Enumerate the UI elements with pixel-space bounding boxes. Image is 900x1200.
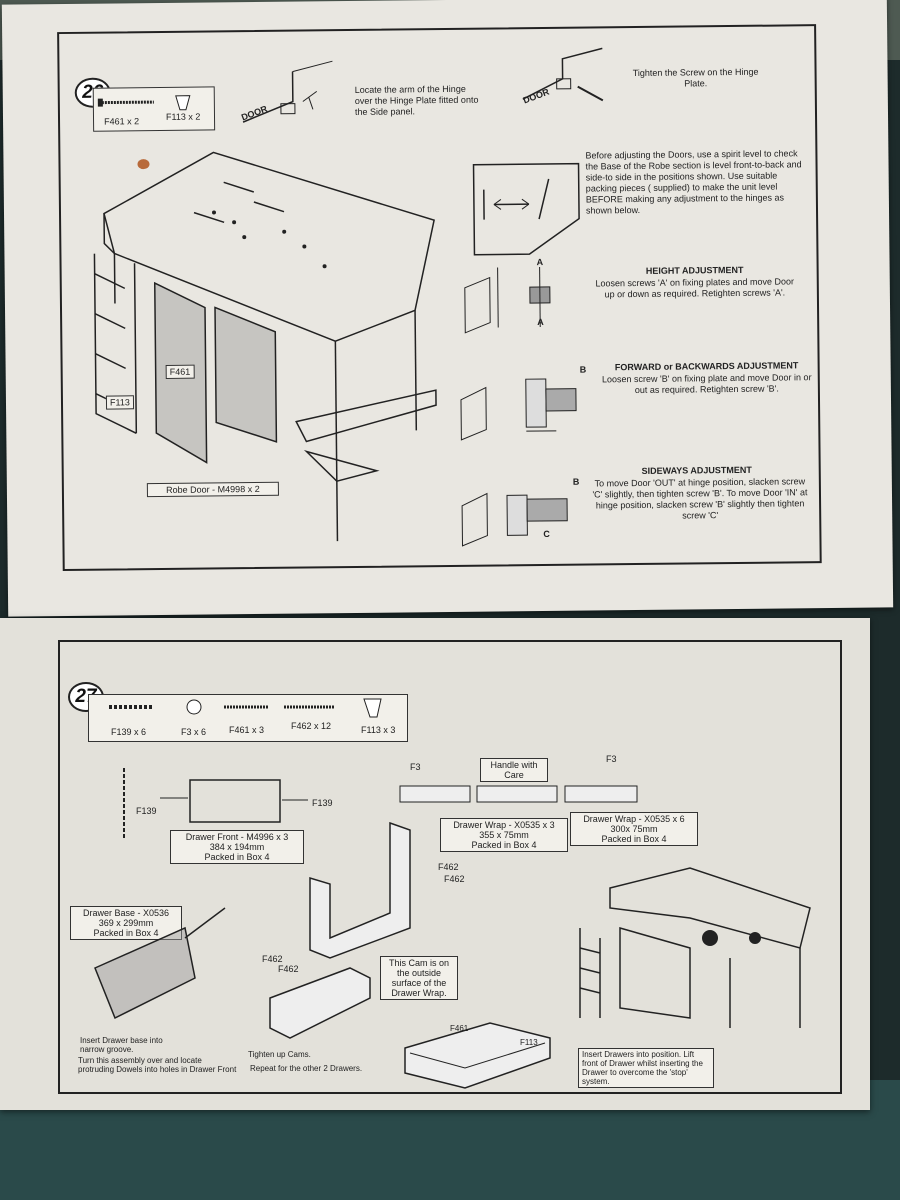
drawer-wrap-assembly-illustration bbox=[309, 821, 411, 959]
part-f462-count: F462 x 12 bbox=[291, 721, 332, 731]
part-f3-count: F3 x 6 bbox=[181, 727, 207, 737]
drawer-base-box: Packed in Box 4 bbox=[93, 928, 159, 938]
drawer-front-illustration bbox=[123, 768, 308, 838]
drawer-wrap-300-label: Drawer Wrap - X0535 x 6 300x 75mm Packed… bbox=[570, 812, 698, 846]
f462-left-2: F462 bbox=[278, 964, 299, 974]
spirit-level-diagram bbox=[472, 162, 580, 256]
f3-left-label: F3 bbox=[410, 762, 421, 772]
drawer-wrap-300-name: Drawer Wrap - X0535 x 6 bbox=[583, 814, 685, 824]
insert-base-note: Insert Drawer base into narrow groove. bbox=[80, 1036, 163, 1054]
robe-door-label: Robe Door - M4998 x 2 bbox=[146, 481, 279, 498]
drawer-wrap-355-name: Drawer Wrap - X0535 x 3 bbox=[453, 820, 555, 830]
part-f113-count: F113 x 2 bbox=[165, 111, 201, 122]
hinge-tighten-text: Tighten the Screw on the Hinge Plate. bbox=[632, 66, 759, 89]
sideways-letter-c: C bbox=[543, 528, 550, 540]
hinge-tighten-illustration bbox=[522, 47, 604, 102]
sideways-adjustment-text: To move Door 'OUT' at hinge position, sl… bbox=[592, 476, 808, 521]
height-letter-a-top: A bbox=[536, 256, 544, 268]
f462-right-2: F462 bbox=[444, 874, 465, 884]
drawer-base-name: Drawer Base - X0536 bbox=[82, 908, 170, 918]
forward-letter-b: B bbox=[579, 364, 587, 375]
drawer-assembly-cam-illustration bbox=[269, 967, 371, 1039]
drawer-wrap-355-box: Packed in Box 4 bbox=[471, 840, 537, 850]
screw-icon bbox=[97, 95, 191, 111]
drawer-front-box: Packed in Box 4 bbox=[204, 852, 270, 862]
forward-adjustment-title: FORWARD or BACKWARDS ADJUSTMENT bbox=[614, 360, 799, 373]
f113-drawer-label: F113 bbox=[520, 1038, 538, 1047]
sideways-letter-b: B bbox=[572, 476, 580, 487]
drawer-base-label: Drawer Base - X0536 369 x 299mm Packed i… bbox=[70, 906, 182, 940]
handle-with-care-label: Handle with Care bbox=[480, 758, 548, 782]
f3-right-label: F3 bbox=[606, 754, 617, 764]
bed-with-drawers-illustration bbox=[579, 867, 811, 1028]
turn-assembly-note: Turn this assembly over and locate protr… bbox=[78, 1056, 237, 1074]
step-27-parts-box: F139 x 6 F3 x 6 F461 x 3 F462 x 12 F113 … bbox=[88, 694, 408, 742]
hinge-locate-text: Locate the arm of the Hinge over the Hin… bbox=[354, 83, 479, 117]
spirit-level-text: Before adjusting the Doors, use a spirit… bbox=[585, 148, 802, 216]
cam-note: This Cam is on the outside surface of th… bbox=[380, 956, 458, 1000]
drawer-base-illustration bbox=[94, 907, 226, 1020]
drawer-base-size: 369 x 299mm bbox=[98, 918, 154, 928]
height-adjustment-diagram bbox=[464, 267, 551, 334]
drawer-front-name: Drawer Front - M4996 x 3 bbox=[185, 832, 289, 842]
callout-f461: F461 bbox=[165, 364, 195, 379]
f139-left-label: F139 bbox=[136, 806, 157, 816]
callout-f113: F113 bbox=[105, 395, 134, 410]
part-f461-count-27: F461 x 3 bbox=[229, 725, 265, 735]
f461-drawer-label: F461 bbox=[450, 1024, 469, 1033]
sideways-adjustment-diagram bbox=[461, 492, 568, 547]
forward-adjustment-text: Loosen screw 'B' on fixing plate and mov… bbox=[601, 372, 812, 396]
drawer-wrap-300-size: 300x 75mm bbox=[610, 824, 658, 834]
forward-adjustment-diagram bbox=[460, 378, 577, 441]
sideways-adjustment-title: SIDEWAYS ADJUSTMENT bbox=[641, 464, 752, 476]
instruction-sheet-step-27: 27 F139 x 6 F3 x 6 F461 x 3 F462 x 12 F1… bbox=[0, 618, 870, 1110]
hinge-locate-illustration bbox=[242, 60, 333, 123]
drawer-front-size: 384 x 194mm bbox=[209, 842, 265, 852]
instruction-sheet-step-26: 26 F461 x 2 F113 x 2 DOOR Locate the arm… bbox=[1, 0, 894, 617]
step-27-frame bbox=[58, 640, 842, 1094]
height-adjustment-text: Loosen screws 'A' on fixing plates and m… bbox=[595, 276, 795, 300]
part-f461-count: F461 x 2 bbox=[103, 116, 140, 127]
f139-right-label: F139 bbox=[312, 798, 333, 808]
drawer-wrap-355-size: 355 x 75mm bbox=[479, 830, 529, 840]
repeat-drawers-note: Repeat for the other 2 Drawers. bbox=[250, 1064, 363, 1073]
part-f139-count: F139 x 6 bbox=[111, 727, 147, 737]
insert-drawers-note: Insert Drawers into position. Lift front… bbox=[578, 1048, 714, 1088]
tighten-cams-note: Tighten up Cams. bbox=[248, 1050, 311, 1059]
f462-left-1: F462 bbox=[262, 954, 283, 964]
step-26-parts-box: F461 x 2 F113 x 2 bbox=[92, 86, 216, 132]
finished-drawer-illustration bbox=[404, 1022, 551, 1089]
part-f113-count-27: F113 x 3 bbox=[361, 725, 396, 735]
drawer-wraps-illustration bbox=[399, 785, 638, 803]
height-letter-a-bottom: A bbox=[537, 316, 544, 328]
fittings-icon bbox=[109, 698, 382, 718]
f462-right-1: F462 bbox=[438, 862, 459, 872]
height-adjustment-title: HEIGHT ADJUSTMENT bbox=[645, 264, 744, 276]
drawer-wrap-355-label: Drawer Wrap - X0535 x 3 355 x 75mm Packe… bbox=[440, 818, 568, 852]
drawer-front-label: Drawer Front - M4996 x 3 384 x 194mm Pac… bbox=[170, 830, 304, 864]
drawer-wrap-300-box: Packed in Box 4 bbox=[601, 834, 667, 844]
